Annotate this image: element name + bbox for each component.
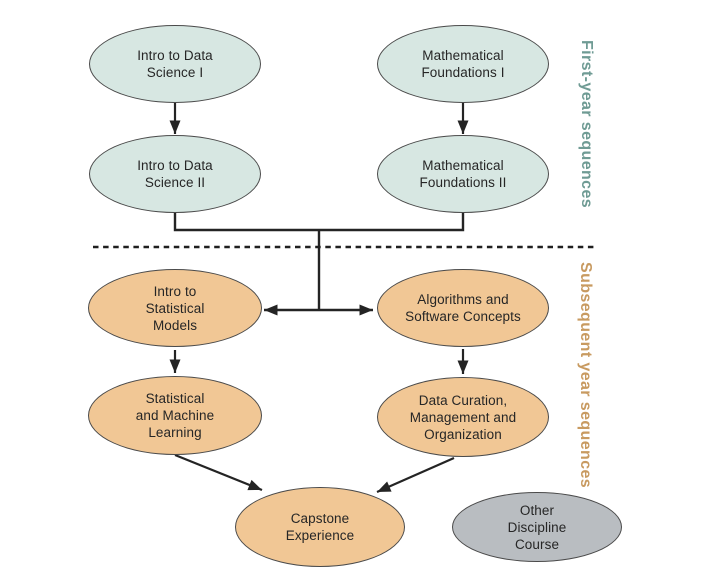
node-capstone-experience: Capstone Experience [235,487,405,567]
node-intro-to-data-science-1: Intro to Data Science I [89,25,261,103]
section-label-first-year: First-year sequences [578,40,595,209]
section-label-subsequent-year: Subsequent year sequences [577,262,594,489]
edge-firstyear-merge-elbow [173,211,465,232]
node-mathematical-foundations-1: Mathematical Foundations I [377,25,549,103]
node-data-curation-management-organization: Data Curation, Management and Organizati… [377,377,549,457]
edge-statml-capstone [174,453,263,492]
node-algorithms-software-concepts: Algorithms and Software Concepts [377,269,549,347]
node-other-discipline-course: Other Discipline Course [452,492,622,562]
edge-datacuration-capstone [376,456,455,494]
node-mathematical-foundations-2: Mathematical Foundations II [377,135,549,213]
node-statistical-machine-learning: Statistical and Machine Learning [88,376,262,455]
node-intro-statistical-models: Intro to Statistical Models [88,269,262,347]
node-intro-to-data-science-2: Intro to Data Science II [89,135,261,213]
